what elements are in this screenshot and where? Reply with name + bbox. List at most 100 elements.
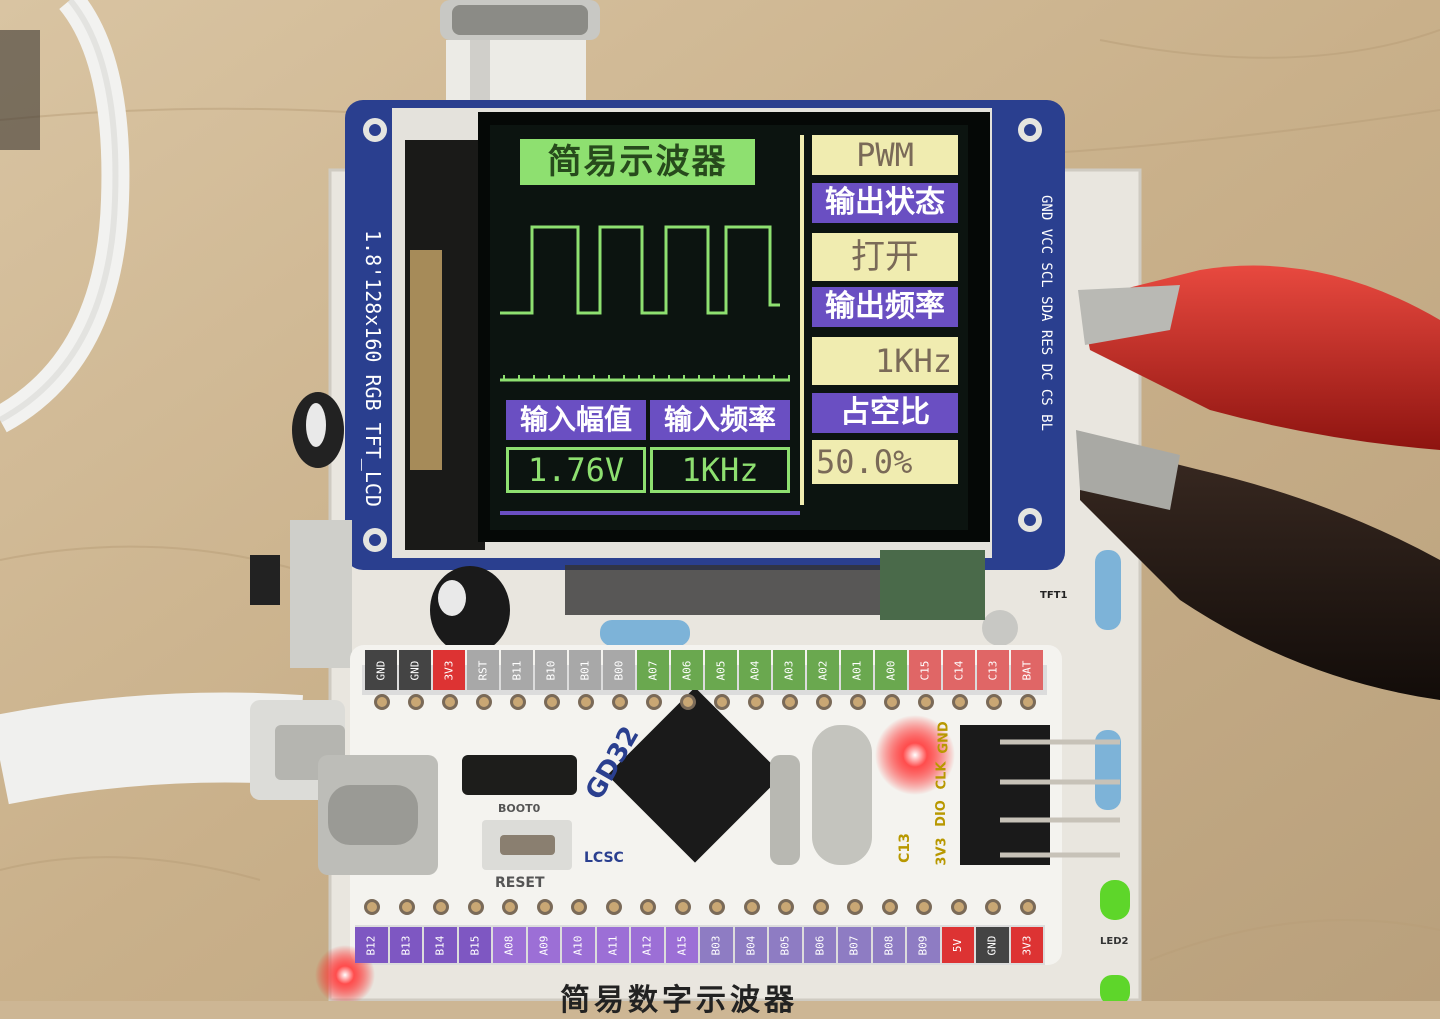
flex-cable xyxy=(410,250,442,470)
pin-hole xyxy=(442,694,458,710)
pin-label: A08 xyxy=(493,927,526,963)
resistor-2 xyxy=(1095,550,1121,630)
pin-label: B03 xyxy=(700,927,733,963)
lcd-silkscreen: 1.8'128x160 RGB TFT_LCD xyxy=(361,230,385,507)
pin-label: B11 xyxy=(501,650,533,690)
pin-label: B04 xyxy=(734,927,767,963)
input-freq-value: 1KHz xyxy=(650,447,790,493)
pin-hole xyxy=(578,694,594,710)
baseline-marker xyxy=(500,375,790,382)
pin-hole xyxy=(884,694,900,710)
boot-jumper xyxy=(462,755,577,795)
pin-hole xyxy=(476,694,492,710)
pin-hole xyxy=(374,694,390,710)
pin-hole xyxy=(646,694,662,710)
pin-hole xyxy=(502,899,519,915)
pin-label: 5V xyxy=(941,927,974,963)
output-freq-label: 输出频率 xyxy=(812,287,958,327)
crystal-small xyxy=(770,755,800,865)
pin-label: BAT xyxy=(1011,650,1043,690)
resistor-1 xyxy=(600,620,690,646)
swd-pin-label: DIO xyxy=(933,800,949,827)
pin-label: C13 xyxy=(977,650,1009,690)
pin-label: 3V3 xyxy=(433,650,465,690)
output-state-value: 打开 xyxy=(812,233,958,281)
pin-hole xyxy=(985,899,1002,915)
pin-hole xyxy=(571,899,588,915)
swd-pin-label: 3V3 xyxy=(934,837,950,866)
square-wave-trace xyxy=(500,225,780,315)
pin-label: A15 xyxy=(665,927,698,963)
input-amp-value: 1.76V xyxy=(506,447,646,493)
waveform-plot xyxy=(500,225,790,382)
c13-label: C13 xyxy=(896,833,913,863)
pin-label: A10 xyxy=(562,927,595,963)
duty-value: 50.0% xyxy=(812,440,958,484)
pin-hole xyxy=(1019,899,1036,915)
pin-label: A07 xyxy=(637,650,669,690)
pin-hole xyxy=(612,694,628,710)
lcsc-logo: LCSC xyxy=(584,850,624,866)
bottom-bar xyxy=(500,511,800,515)
pin-hole xyxy=(918,694,934,710)
pin-hole xyxy=(544,694,560,710)
pin-label: A02 xyxy=(807,650,839,690)
lcd-screen: 简易示波器 PWM 输出状态 打开 输出频率 1KHz 占空比 50.0% 输入… xyxy=(490,125,968,530)
pin-hole xyxy=(986,694,1002,710)
pin-label: C14 xyxy=(943,650,975,690)
swd-pin-label: CLK xyxy=(934,761,950,790)
component-green xyxy=(880,550,985,620)
pin-hole xyxy=(812,899,829,915)
pin-hole xyxy=(680,694,696,710)
pin-hole xyxy=(398,899,415,915)
pin-hole xyxy=(674,899,691,915)
pin-label: A06 xyxy=(671,650,703,690)
pin-label: GND xyxy=(399,650,431,690)
pin-label: B13 xyxy=(389,927,422,963)
pin-hole xyxy=(1020,694,1036,710)
swd-pin-label: GND xyxy=(936,721,952,754)
pin-label: B10 xyxy=(535,650,567,690)
pin-hole xyxy=(782,694,798,710)
reset-label: RESET xyxy=(495,875,545,891)
mode-value: PWM xyxy=(812,135,958,175)
pin-label: B05 xyxy=(769,927,802,963)
pin-hole xyxy=(467,899,484,915)
pin-label: B07 xyxy=(838,927,871,963)
swd-pin-labels: GND CLK DIO 3V3 xyxy=(928,721,952,880)
pin-hole xyxy=(714,694,730,710)
pin-label: A00 xyxy=(875,650,907,690)
input-freq-label: 输入频率 xyxy=(650,400,790,440)
lcd-pin-labels: GND VCC SCL SDA RES DC CS BL xyxy=(1030,195,1060,465)
pin-label: RST xyxy=(467,650,499,690)
pin-label: B09 xyxy=(907,927,940,963)
pin-label: A01 xyxy=(841,650,873,690)
resistor-3 xyxy=(1095,730,1121,810)
trimmer xyxy=(982,610,1018,646)
led-red-power xyxy=(875,715,955,795)
pin-label: A05 xyxy=(705,650,737,690)
lcd-pin-label-text: GND VCC SCL SDA RES DC CS BL xyxy=(1038,195,1054,432)
pin-label: C15 xyxy=(909,650,941,690)
pin-label: GND xyxy=(976,927,1009,963)
pin-label: B00 xyxy=(603,650,635,690)
pin-hole xyxy=(408,694,424,710)
pin-hole xyxy=(952,694,968,710)
slide-switch xyxy=(290,520,352,668)
pin-label: B08 xyxy=(872,927,905,963)
crystal-large xyxy=(812,725,872,865)
pin-label: B12 xyxy=(355,927,388,963)
led-green xyxy=(1100,880,1130,920)
pin-label: B15 xyxy=(458,927,491,963)
screen-title: 简易示波器 xyxy=(520,139,755,185)
tft-label: TFT1 xyxy=(1040,590,1068,601)
pin-label: A03 xyxy=(773,650,805,690)
pin-hole xyxy=(950,899,967,915)
pin-label: B14 xyxy=(424,927,457,963)
panel-divider xyxy=(800,135,804,505)
output-state-label: 输出状态 xyxy=(812,183,958,223)
pin-hole xyxy=(510,694,526,710)
pin-hole xyxy=(847,899,864,915)
